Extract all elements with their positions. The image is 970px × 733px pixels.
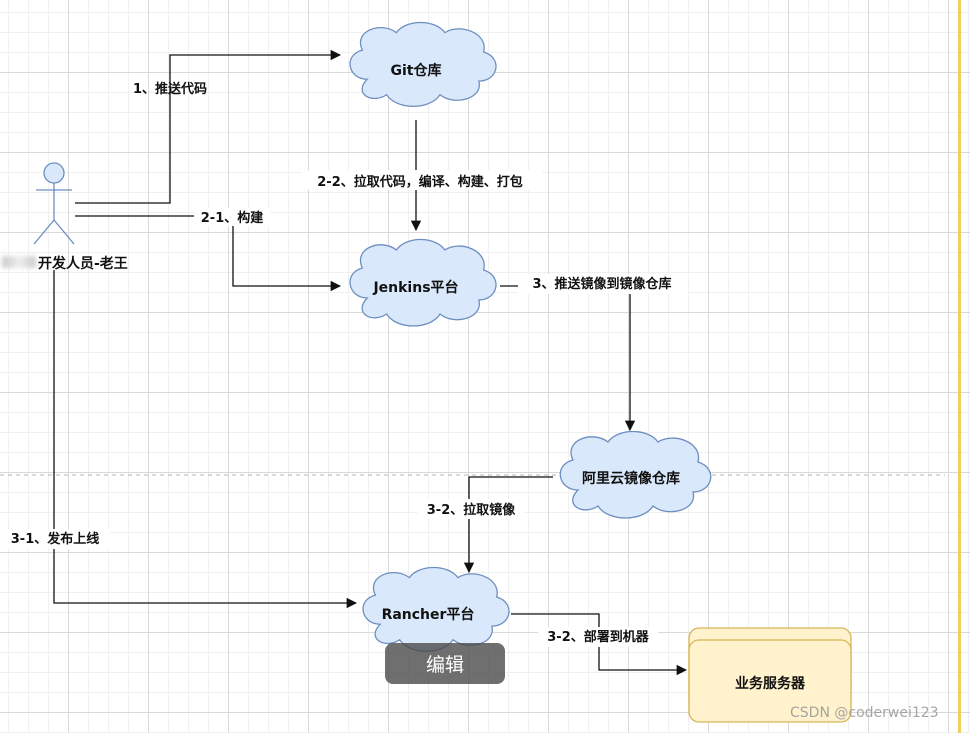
aliyun-label: 阿里云镜像仓库 [582,470,680,487]
label-bg [418,499,524,519]
label-bg [0,529,110,549]
jenkins-label: Jenkins平台 [372,279,458,296]
blurred-avatar-mark [2,256,36,268]
label-bg [518,274,688,294]
right-edge-bar [958,0,961,733]
edge-release [53,270,358,609]
rancher-label: Rancher平台 [382,606,475,623]
csdn-watermark: CSDN @coderwei123 [790,705,939,721]
edge-push-code [75,49,342,204]
label-push-code: 1、推送代码 [133,81,207,97]
label-build: 2-1、构建 [201,210,264,226]
label-bg [538,627,658,647]
label-pull-image: 3-2、拉取镜像 [427,502,516,518]
git-label: Git仓库 [391,62,442,79]
label-bg [302,170,542,190]
server-box [688,639,852,723]
edge-build [75,215,342,292]
label-release: 3-1、发布上线 [11,531,100,547]
label-pull-compile: 2-2、拉取代码，编译、构建、打包 [317,174,523,190]
label-push-image: 3、推送镜像到镜像仓库 [532,276,671,292]
developer-label: 开发人员-老王 [38,255,128,272]
person-icon [33,162,75,245]
edit-button[interactable]: 编辑 [385,643,505,684]
server-label: 业务服务器 [735,675,806,692]
edge-pull-image [463,476,553,574]
label-deploy: 3-2、部署到机器 [547,629,649,645]
label-bg [194,208,270,226]
edge-push-image [500,285,636,432]
